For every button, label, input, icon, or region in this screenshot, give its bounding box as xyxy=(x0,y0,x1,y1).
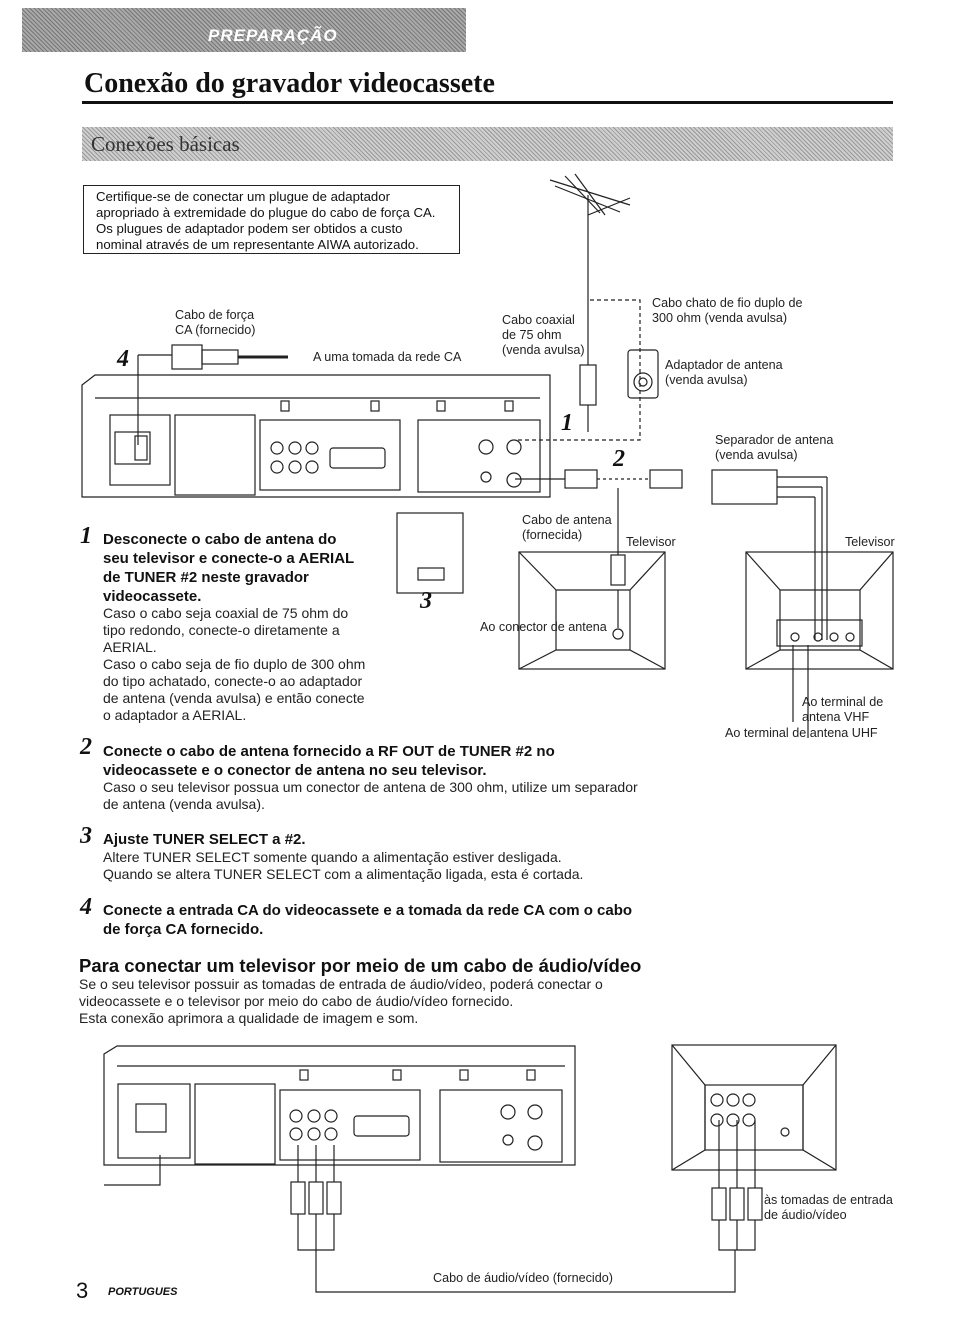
splitter-label: Separador de antena(venda avulsa) xyxy=(715,433,834,462)
step-3-number: 3 xyxy=(80,823,92,849)
section-label: PREPARAÇÃO xyxy=(208,26,338,45)
callout-4: 4 xyxy=(117,346,129,372)
adapter-label: Adaptador de antena(venda avulsa) xyxy=(665,358,783,387)
step-2-heading: Conecte o cabo de antena fornecido a RF … xyxy=(103,743,555,779)
note-line: Os plugues de adaptador podem ser obtido… xyxy=(96,221,403,236)
step-2-number: 2 xyxy=(80,734,92,760)
av-plugs-tv xyxy=(711,1120,763,1251)
subsection-banner: Conexões básicas xyxy=(82,127,893,161)
av-section-body: Se o seu televisor possuir as tomadas de… xyxy=(79,976,603,1026)
tv-left-label: Televisor xyxy=(626,535,676,549)
callout-2: 2 xyxy=(613,446,625,472)
callout-1: 1 xyxy=(561,410,573,436)
step-4-number: 4 xyxy=(80,894,92,920)
vcr-rear-panel-2 xyxy=(103,1045,576,1166)
language-label: PORTUGUES xyxy=(108,1286,178,1298)
step-1-number: 1 xyxy=(80,523,92,549)
callout-3: 3 xyxy=(420,588,432,614)
tv-right xyxy=(745,551,894,670)
step-3-heading: Ajuste TUNER SELECT a #2. xyxy=(103,831,306,848)
subsection-title: Conexões básicas xyxy=(91,132,240,156)
uhf-terminal-label: Ao terminal de antena UHF xyxy=(725,726,878,740)
step-4-heading: Conecte a entrada CA do videocassete e a… xyxy=(103,902,633,938)
av-section-title: Para conectar um televisor por meio de u… xyxy=(79,955,642,976)
title-rule xyxy=(82,101,893,104)
note-line: nominal através de um representante AIWA… xyxy=(96,237,419,252)
av-cable-label: Cabo de áudio/vídeo (fornecido) xyxy=(433,1271,613,1285)
antenna-icon xyxy=(549,173,631,300)
step-2-body: Caso o seu televisor possua um conector … xyxy=(103,779,638,812)
note-line: Certifique-se de conectar um plugue de a… xyxy=(96,189,390,204)
note-box: Certifique-se de conectar um plugue de a… xyxy=(83,185,460,254)
antenna-cable-label: Cabo de antena(fornecida) xyxy=(522,513,612,542)
antenna-adapter-icon xyxy=(627,349,659,399)
section-banner: PREPARAÇÃO xyxy=(22,8,466,52)
tuner-select-inset xyxy=(396,512,464,594)
antenna-connector-label: Ao conector de antena xyxy=(480,620,607,634)
antenna-splitter-icon xyxy=(711,469,778,505)
tv-left xyxy=(518,551,666,670)
tv-right-label: Televisor xyxy=(845,535,895,549)
tv-av xyxy=(671,1044,837,1171)
note-line: apropriado à extremidade do plugue do ca… xyxy=(96,205,436,220)
outlet-label: A uma tomada da rede CA xyxy=(313,350,462,364)
av-plugs-vcr xyxy=(290,1145,342,1251)
step-3-body: Altere TUNER SELECT somente quando a ali… xyxy=(103,849,584,882)
vcr-rear-panel-1 xyxy=(81,374,551,498)
page-title: Conexão do gravador videocassete xyxy=(84,68,495,99)
page-number: 3 xyxy=(76,1278,89,1303)
